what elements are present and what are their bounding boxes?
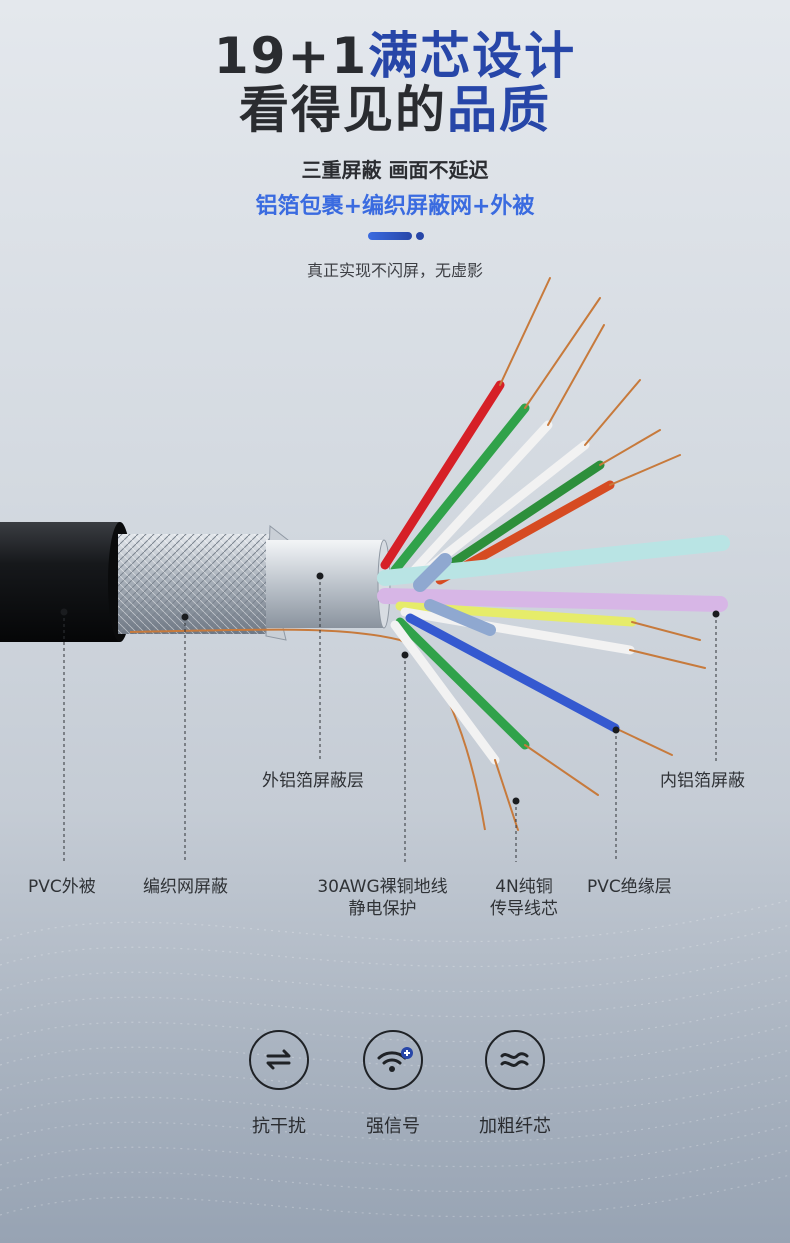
headline-1-blue: 满芯设计 — [368, 27, 577, 85]
label-copper-core: 4N纯铜 传导线芯 — [480, 876, 568, 920]
core-wires-upper — [380, 277, 681, 585]
divider-dot — [416, 232, 424, 240]
label-ground-line-2: 静电保护 — [348, 899, 417, 919]
subtitle: 三重屏蔽 画面不延迟 — [301, 158, 489, 182]
feature-label-anti-interference: 抗干扰 — [252, 1116, 306, 1137]
label-braid-shield: 编织网屏蔽 — [143, 877, 228, 897]
anti-interference-icon — [249, 1030, 309, 1090]
outer-foil-shield — [266, 539, 391, 629]
feature-label-strong-signal: 强信号 — [366, 1116, 420, 1137]
headline-2-dark: 看得见的 — [239, 81, 447, 139]
label-ground-wire: 30AWG裸铜地线 静电保护 — [310, 876, 455, 920]
label-inner-foil: 内铝箔屏蔽 — [660, 771, 745, 791]
headline-1-dark: 19+1 — [213, 27, 369, 85]
braid-shield — [118, 525, 293, 641]
label-insulation: PVC绝缘层 — [587, 877, 672, 897]
ground-wire — [129, 628, 486, 831]
pvc-jacket — [0, 522, 132, 642]
headline-line-2: 看得见的品质 — [0, 82, 790, 138]
core-wires-lower — [377, 535, 730, 831]
thick-core-icon — [485, 1030, 545, 1090]
headline-2-blue: 品质 — [447, 81, 551, 139]
highlight-text: 铝箔包裹+编织屏蔽网+外被 — [255, 194, 535, 219]
caption: 真正实现不闪屏，无虚影 — [306, 261, 483, 280]
label-copper-line-1: 4N纯铜 — [495, 877, 553, 897]
headline-line-1: 19+1满芯设计 — [0, 28, 790, 84]
feature-label-thick-core: 加粗纤芯 — [479, 1116, 551, 1137]
pointer-lines — [60, 572, 720, 862]
divider-pill — [368, 232, 412, 240]
label-ground-line-1: 30AWG裸铜地线 — [317, 877, 448, 897]
label-pvc-jacket: PVC外被 — [28, 877, 96, 897]
label-outer-foil: 外铝箔屏蔽层 — [262, 771, 364, 791]
label-copper-line-2: 传导线芯 — [490, 899, 558, 919]
strong-signal-icon — [363, 1030, 423, 1090]
